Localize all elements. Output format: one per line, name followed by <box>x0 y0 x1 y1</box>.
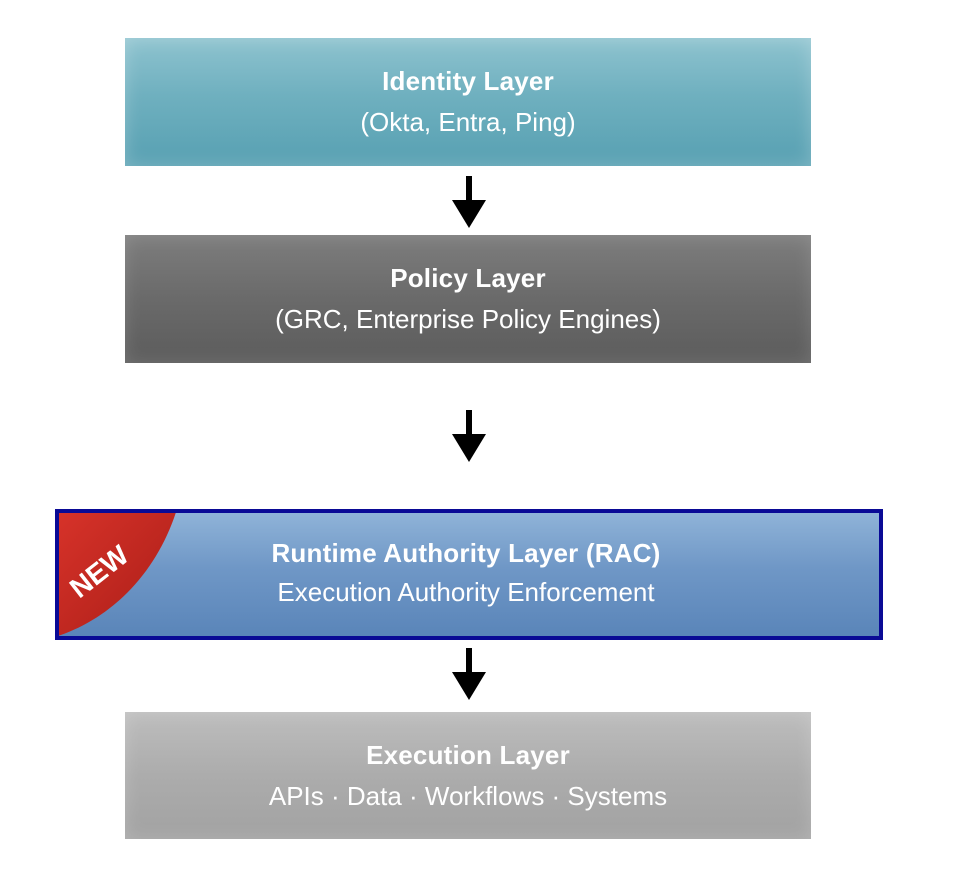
down-arrow-icon <box>452 410 486 462</box>
identity-layer-title: Identity Layer <box>382 66 554 96</box>
execution-layer-box: Execution Layer APIs · Data · Workflows … <box>125 712 811 839</box>
runtime-authority-layer-subtitle: Execution Authority Enforcement <box>277 576 655 607</box>
identity-layer-subtitle: (Okta, Entra, Ping) <box>360 107 576 137</box>
identity-layer-box: Identity Layer (Okta, Entra, Ping) <box>125 38 811 166</box>
policy-layer-subtitle: (GRC, Enterprise Policy Engines) <box>275 304 661 334</box>
execution-layer-subtitle: APIs · Data · Workflows · Systems <box>268 780 668 811</box>
policy-layer-title: Policy Layer <box>390 263 546 293</box>
new-badge: NEW <box>59 513 176 636</box>
runtime-authority-layer-box: NEW Runtime Authority Layer (RAC) Execut… <box>55 509 883 640</box>
policy-layer-box: Policy Layer (GRC, Enterprise Policy Eng… <box>125 235 811 363</box>
runtime-authority-layer-title: Runtime Authority Layer (RAC) <box>271 537 661 568</box>
down-arrow-icon <box>452 176 486 228</box>
execution-layer-title: Execution Layer <box>366 739 570 770</box>
down-arrow-icon <box>452 648 486 700</box>
